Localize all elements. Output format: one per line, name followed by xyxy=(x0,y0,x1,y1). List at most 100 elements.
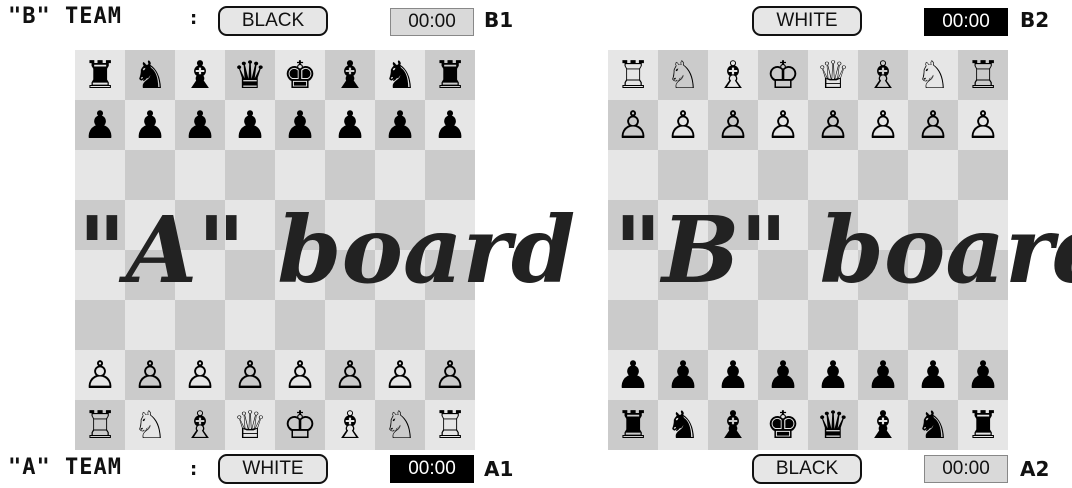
board-b[interactable]: ♖♘♗♔♕♗♘♖♙♙♙♙♙♙♙♙♟♟♟♟♟♟♟♟♜♞♝♚♛♝♞♜ xyxy=(608,50,1008,450)
board-square[interactable]: ♟ xyxy=(175,100,225,150)
chess-piece[interactable]: ♝ xyxy=(866,406,900,444)
chess-piece[interactable]: ♙ xyxy=(916,106,950,144)
board-square[interactable]: ♟ xyxy=(425,100,475,150)
chess-piece[interactable]: ♙ xyxy=(183,356,217,394)
chess-piece[interactable]: ♙ xyxy=(766,106,800,144)
board-square[interactable] xyxy=(658,200,708,250)
board-square[interactable] xyxy=(425,200,475,250)
chess-piece[interactable]: ♟ xyxy=(966,356,1000,394)
chess-piece[interactable]: ♔ xyxy=(766,56,800,94)
board-square[interactable] xyxy=(375,300,425,350)
chess-piece[interactable]: ♟ xyxy=(283,106,317,144)
chess-piece[interactable]: ♙ xyxy=(83,356,117,394)
chess-piece[interactable]: ♘ xyxy=(133,406,167,444)
board-square[interactable] xyxy=(858,200,908,250)
chess-piece[interactable]: ♙ xyxy=(433,356,467,394)
board-square[interactable] xyxy=(908,150,958,200)
board-square[interactable]: ♘ xyxy=(908,50,958,100)
board-square[interactable]: ♝ xyxy=(858,400,908,450)
chess-piece[interactable]: ♞ xyxy=(666,406,700,444)
chess-piece[interactable]: ♘ xyxy=(383,406,417,444)
board-square[interactable] xyxy=(125,250,175,300)
board-square[interactable] xyxy=(175,300,225,350)
board-square[interactable]: ♜ xyxy=(958,400,1008,450)
chess-piece[interactable]: ♙ xyxy=(133,356,167,394)
board-square[interactable]: ♖ xyxy=(608,50,658,100)
board-square[interactable]: ♟ xyxy=(808,350,858,400)
board-square[interactable] xyxy=(425,300,475,350)
board-square[interactable]: ♟ xyxy=(908,350,958,400)
chess-piece[interactable]: ♟ xyxy=(333,106,367,144)
board-square[interactable] xyxy=(175,150,225,200)
chess-piece[interactable]: ♘ xyxy=(916,56,950,94)
chess-piece[interactable]: ♚ xyxy=(283,56,317,94)
chess-piece[interactable]: ♗ xyxy=(716,56,750,94)
board-square[interactable]: ♙ xyxy=(958,100,1008,150)
board-square[interactable] xyxy=(175,200,225,250)
board-square[interactable]: ♜ xyxy=(75,50,125,100)
chess-piece[interactable]: ♟ xyxy=(133,106,167,144)
board-square[interactable]: ♙ xyxy=(75,350,125,400)
board-square[interactable]: ♚ xyxy=(758,400,808,450)
board-square[interactable]: ♟ xyxy=(658,350,708,400)
chess-piece[interactable]: ♔ xyxy=(283,406,317,444)
board-square[interactable]: ♗ xyxy=(175,400,225,450)
board-square[interactable] xyxy=(708,200,758,250)
board-square[interactable] xyxy=(608,150,658,200)
board-square[interactable]: ♚ xyxy=(275,50,325,100)
chess-piece[interactable]: ♜ xyxy=(966,406,1000,444)
board-square[interactable]: ♖ xyxy=(958,50,1008,100)
board-square[interactable]: ♟ xyxy=(858,350,908,400)
chess-piece[interactable]: ♙ xyxy=(616,106,650,144)
chess-piece[interactable]: ♟ xyxy=(83,106,117,144)
board-square[interactable] xyxy=(325,300,375,350)
board-square[interactable] xyxy=(75,200,125,250)
board-square[interactable]: ♟ xyxy=(958,350,1008,400)
board-square[interactable] xyxy=(658,150,708,200)
chess-piece[interactable]: ♞ xyxy=(383,56,417,94)
chess-piece[interactable]: ♖ xyxy=(83,406,117,444)
board-square[interactable] xyxy=(275,300,325,350)
board-square[interactable]: ♙ xyxy=(908,100,958,150)
board-square[interactable] xyxy=(608,300,658,350)
board-square[interactable]: ♙ xyxy=(275,350,325,400)
board-square[interactable] xyxy=(608,250,658,300)
chess-piece[interactable]: ♝ xyxy=(333,56,367,94)
chess-piece[interactable]: ♙ xyxy=(866,106,900,144)
chess-piece[interactable]: ♗ xyxy=(333,406,367,444)
board-square[interactable]: ♜ xyxy=(425,50,475,100)
chess-piece[interactable]: ♟ xyxy=(666,356,700,394)
board-a[interactable]: ♜♞♝♛♚♝♞♜♟♟♟♟♟♟♟♟♙♙♙♙♙♙♙♙♖♘♗♕♔♗♘♖ xyxy=(75,50,475,450)
board-square[interactable]: ♞ xyxy=(375,50,425,100)
board-square[interactable]: ♘ xyxy=(658,50,708,100)
chess-piece[interactable]: ♚ xyxy=(766,406,800,444)
board-square[interactable]: ♖ xyxy=(75,400,125,450)
chess-piece[interactable]: ♙ xyxy=(816,106,850,144)
board-square[interactable] xyxy=(225,200,275,250)
chess-piece[interactable]: ♟ xyxy=(816,356,850,394)
chess-piece[interactable]: ♗ xyxy=(183,406,217,444)
board-square[interactable] xyxy=(958,200,1008,250)
board-square[interactable]: ♞ xyxy=(125,50,175,100)
board-square[interactable] xyxy=(658,250,708,300)
right-bottom-color-button[interactable]: BLACK xyxy=(752,454,862,484)
chess-piece[interactable]: ♙ xyxy=(666,106,700,144)
board-square[interactable] xyxy=(808,150,858,200)
chess-piece[interactable]: ♖ xyxy=(616,56,650,94)
chess-piece[interactable]: ♟ xyxy=(616,356,650,394)
chess-piece[interactable]: ♞ xyxy=(133,56,167,94)
board-square[interactable] xyxy=(908,250,958,300)
board-square[interactable]: ♗ xyxy=(708,50,758,100)
board-square[interactable] xyxy=(125,200,175,250)
board-square[interactable]: ♟ xyxy=(758,350,808,400)
board-square[interactable] xyxy=(275,150,325,200)
board-square[interactable]: ♝ xyxy=(175,50,225,100)
board-square[interactable] xyxy=(708,300,758,350)
board-square[interactable]: ♔ xyxy=(758,50,808,100)
chess-piece[interactable]: ♛ xyxy=(233,56,267,94)
chess-piece[interactable]: ♙ xyxy=(283,356,317,394)
board-square[interactable] xyxy=(908,200,958,250)
chess-piece[interactable]: ♟ xyxy=(766,356,800,394)
left-top-color-button[interactable]: BLACK xyxy=(218,6,328,36)
board-square[interactable] xyxy=(175,250,225,300)
